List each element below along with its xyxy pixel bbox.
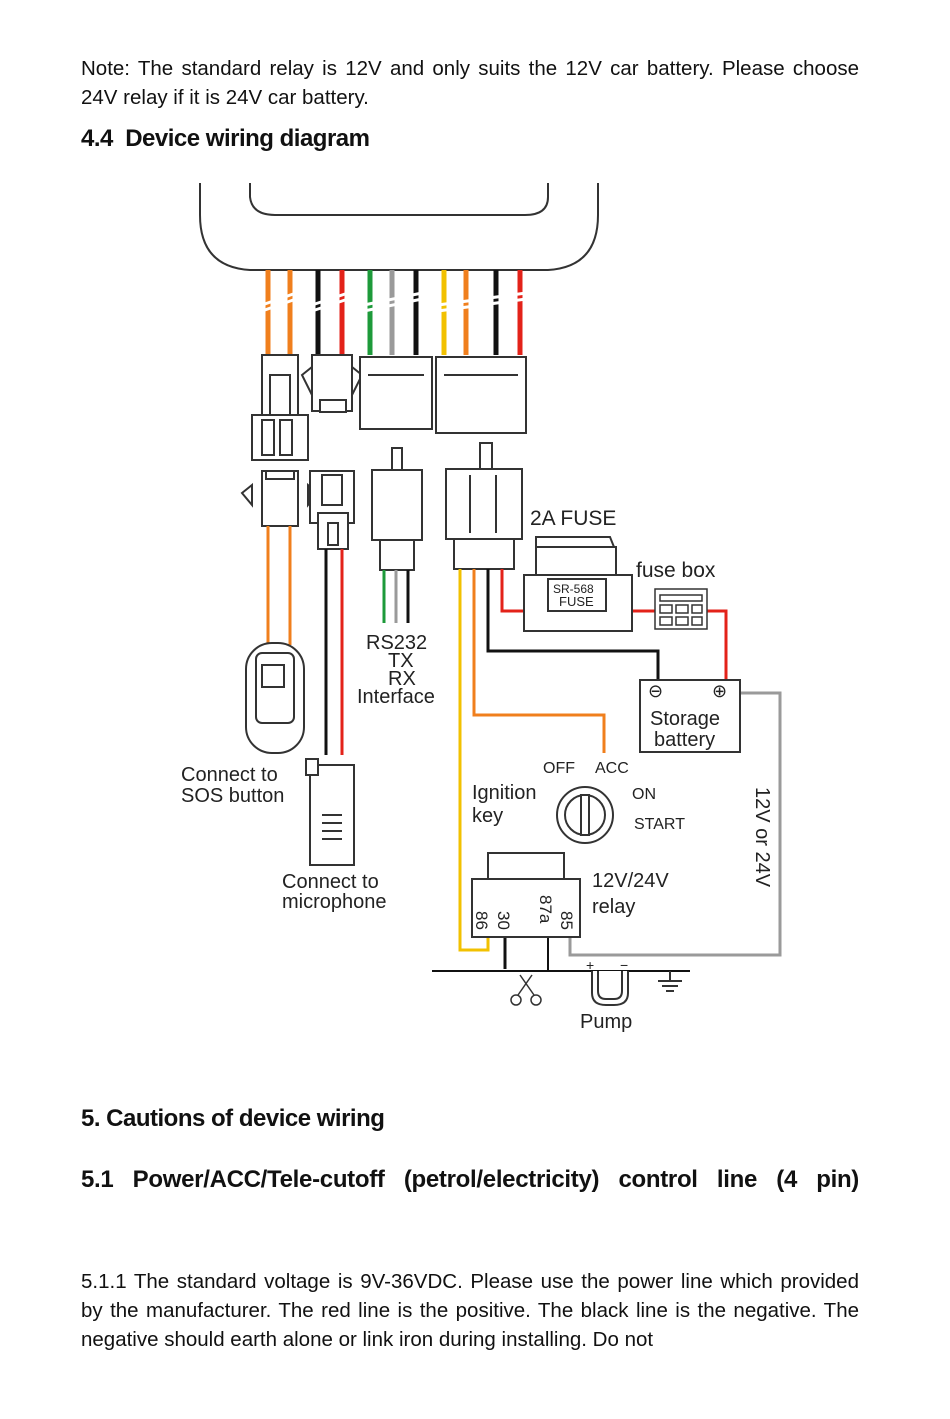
- scissors-icon: [510, 974, 542, 1006]
- voltage-label: 12V or 24V: [751, 787, 773, 888]
- battery-label-1: Storage: [650, 708, 720, 730]
- section-title: Device wiring diagram: [125, 125, 370, 152]
- ignition-label-2: key: [472, 805, 503, 827]
- lower-connectors: [240, 442, 523, 571]
- fuse-holder: [523, 536, 633, 632]
- sos-label-2: SOS button: [181, 785, 284, 807]
- rs232-label-1: RS232: [366, 632, 427, 654]
- fuse-label: 2A FUSE: [530, 507, 616, 530]
- microphone-device: [305, 758, 355, 866]
- fuse-part: SR-568: [553, 582, 594, 596]
- relay-pin-86: 86: [472, 911, 491, 930]
- battery-minus: ⊖: [648, 681, 663, 701]
- sos-button-device: [245, 642, 305, 754]
- pump-label: Pump: [580, 1011, 632, 1033]
- fuse-word: FUSE: [559, 594, 594, 609]
- mic-label-1: Connect to: [282, 871, 379, 893]
- wire-break-marks: [261, 291, 527, 313]
- paragraph-5-1-1: 5.1.1 The standard voltage is 9V-36VDC. …: [81, 1270, 859, 1351]
- pump-minus: −: [620, 957, 628, 973]
- section-5-1-heading: 5.1 Power/ACC/Tele-cutoff (petrol/electr…: [81, 1166, 859, 1193]
- relay-pin-87a: 87a: [536, 895, 555, 924]
- pump-icon: [591, 971, 629, 1006]
- upper-connectors: [251, 354, 527, 461]
- fuse-box: [654, 588, 708, 630]
- section-number: 4.4: [81, 125, 113, 152]
- battery-plus: ⊕: [712, 681, 727, 701]
- key-off: OFF: [543, 760, 575, 777]
- ignition-label-1: Ignition: [472, 782, 537, 804]
- ignition-key-icon: [556, 786, 614, 844]
- wiring-diagram: Connect to SOS button Connect to microph…: [181, 183, 782, 1033]
- mic-label-2: microphone: [282, 891, 387, 913]
- rs232-label-3: RX: [388, 668, 416, 690]
- relay-pin-85: 85: [557, 911, 576, 930]
- fuse-box-label: fuse box: [636, 559, 716, 582]
- section-4-4-heading: 4.4 Device wiring diagram: [81, 125, 370, 153]
- rs232-label-2: TX: [388, 650, 414, 672]
- device-wires: [265, 270, 523, 355]
- relay-pin-30: 30: [494, 911, 513, 930]
- key-acc: ACC: [595, 760, 629, 777]
- lower-wires: [266, 526, 782, 972]
- key-start: START: [634, 816, 685, 833]
- relay-label-1: 12V/24V: [592, 870, 669, 892]
- key-on: ON: [632, 786, 656, 803]
- ground-icon: [658, 971, 682, 992]
- pump-plus: +: [586, 957, 594, 973]
- relay: [471, 852, 581, 938]
- device-housing: [199, 183, 599, 271]
- note-paragraph: Note: The standard relay is 12V and only…: [81, 57, 859, 109]
- storage-battery: [639, 679, 741, 753]
- rs232-label-4: Interface: [357, 686, 435, 708]
- relay-label-2: relay: [592, 896, 635, 918]
- battery-label-2: battery: [654, 729, 715, 751]
- sos-label-1: Connect to: [181, 764, 278, 786]
- section-5-heading: 5. Cautions of device wiring: [81, 1105, 385, 1132]
